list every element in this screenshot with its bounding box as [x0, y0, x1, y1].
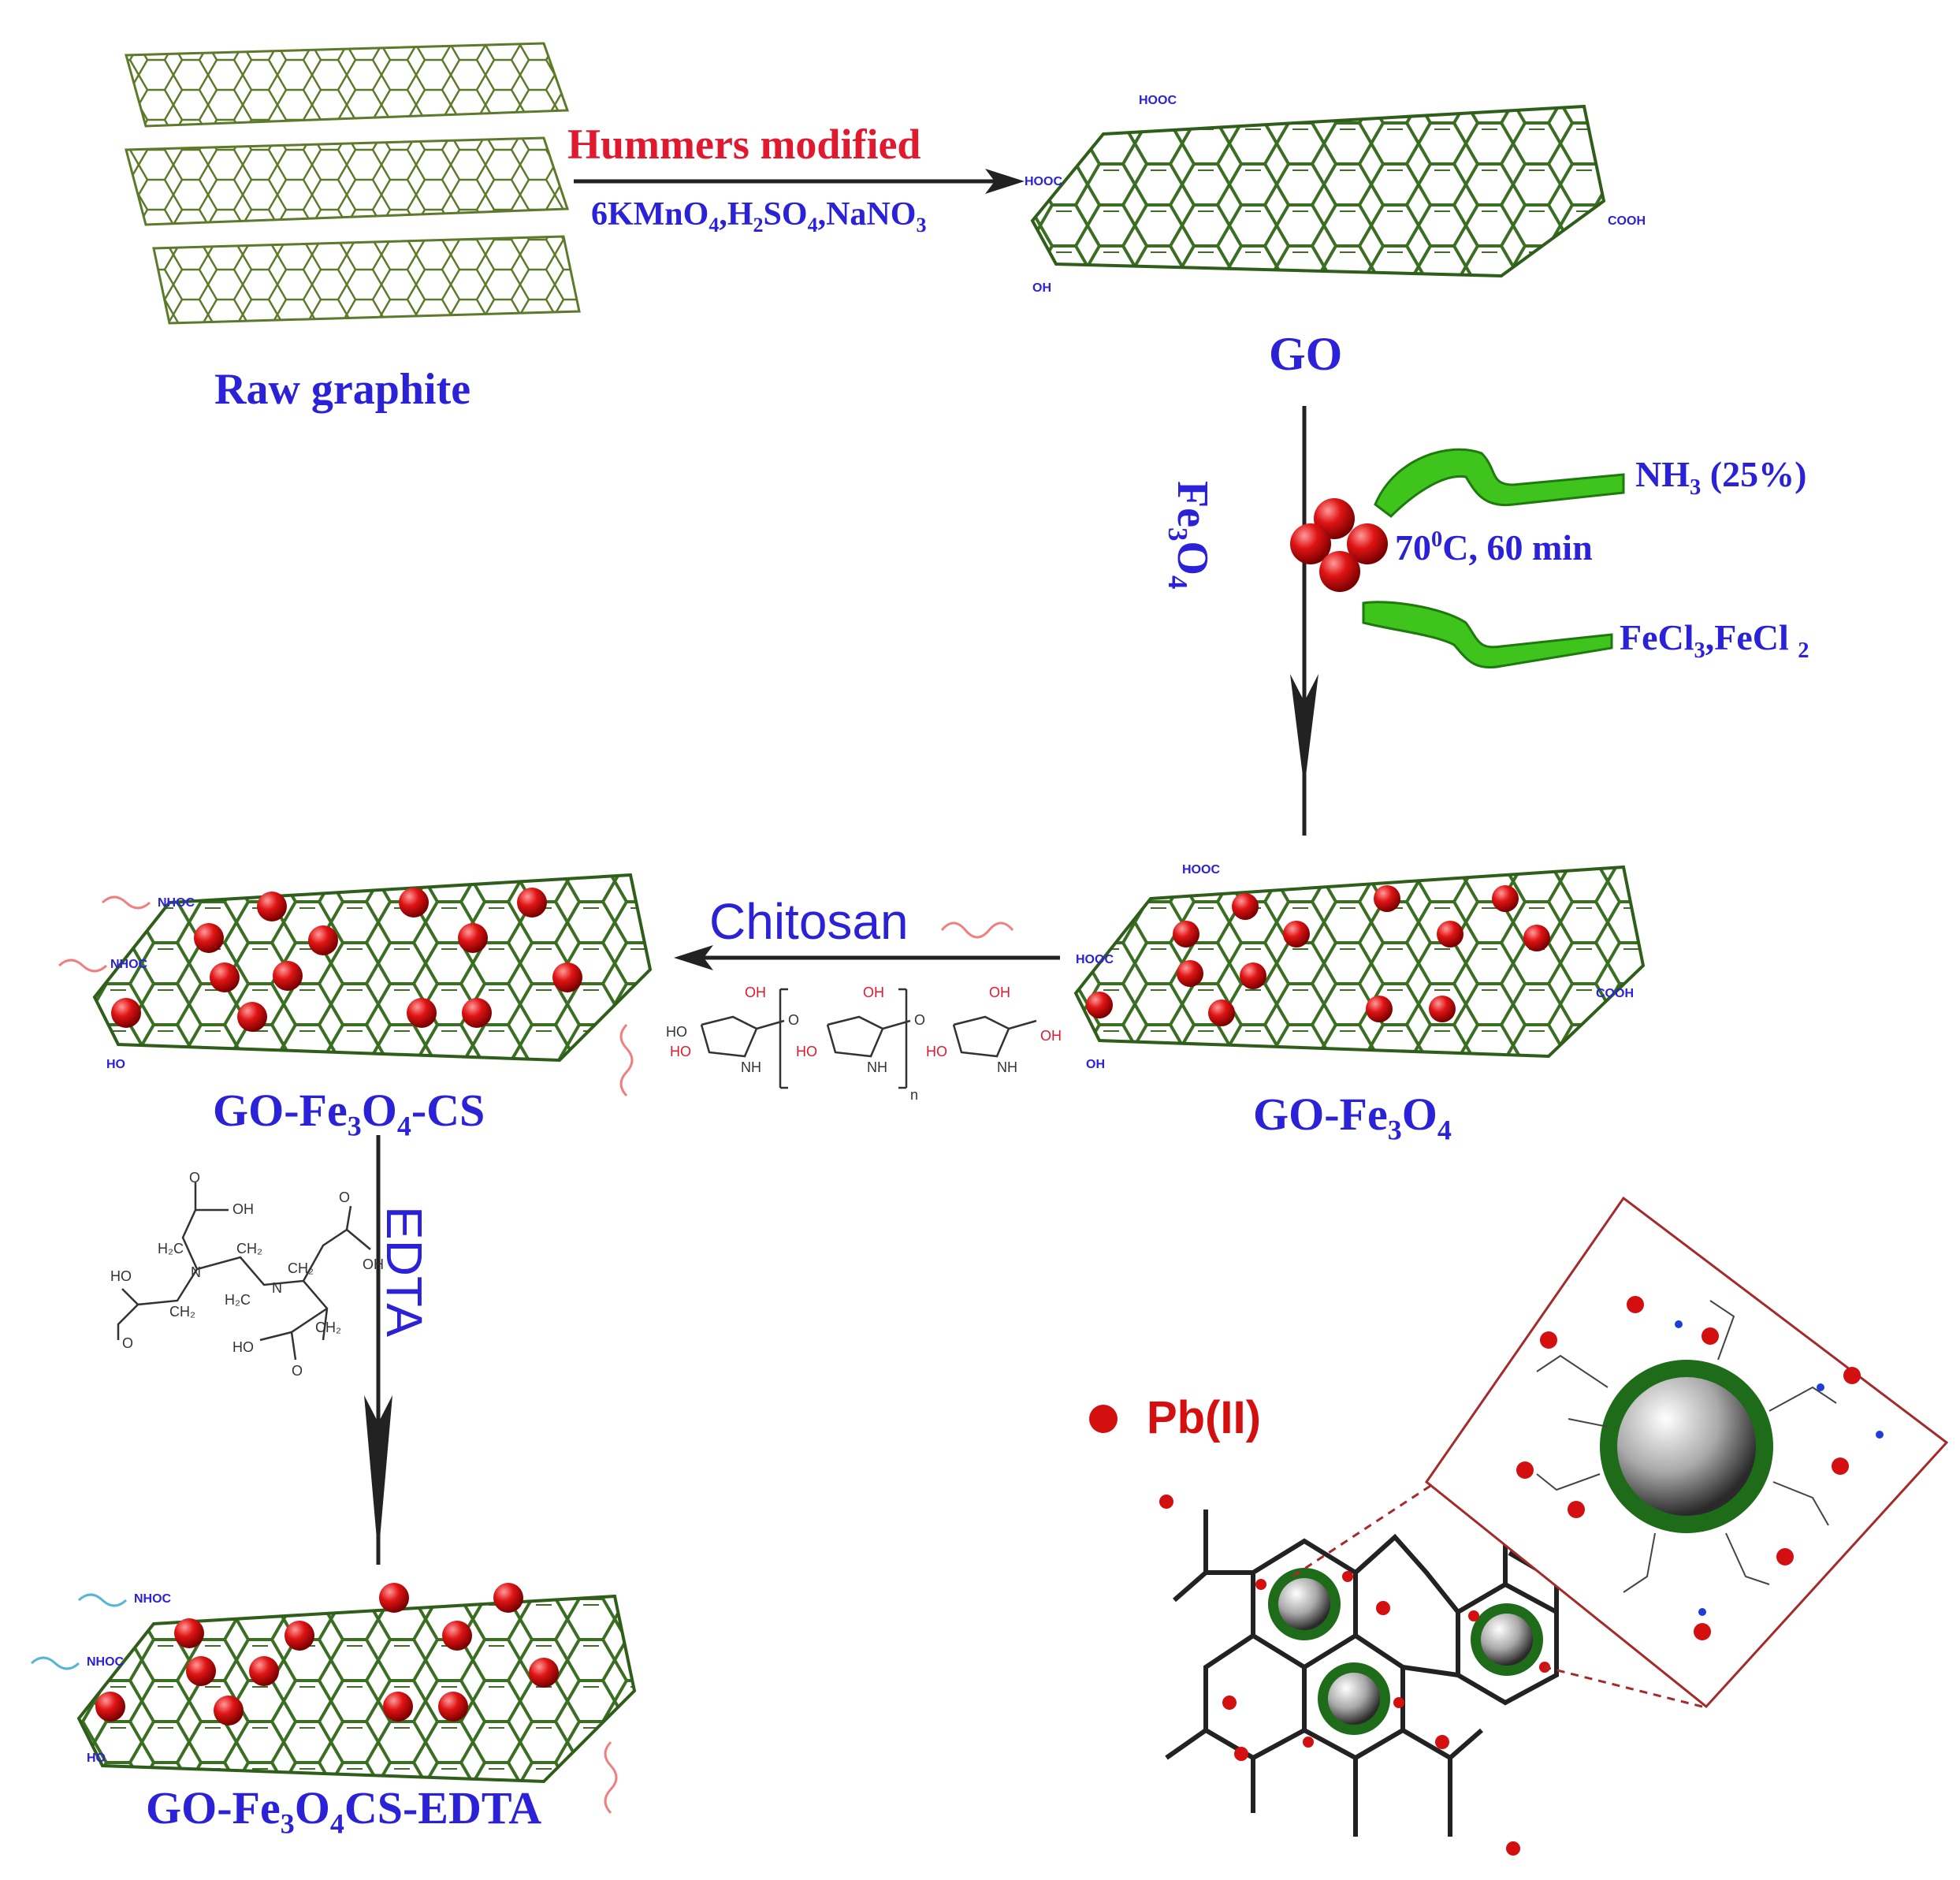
- svg-text:HOOC: HOOC: [1025, 175, 1062, 188]
- svg-text:HO: HO: [666, 1024, 687, 1040]
- fe3o4-arrow: [1290, 406, 1318, 836]
- go-fe3o4-cs-edta-sheet: NHOC NHOC HO: [30, 1592, 637, 1815]
- svg-text:N: N: [272, 1280, 282, 1296]
- svg-text:NHOC: NHOC: [158, 896, 195, 910]
- svg-text:CH₂: CH₂: [236, 1241, 262, 1256]
- svg-text:N: N: [191, 1264, 201, 1280]
- svg-text:OH: OH: [363, 1256, 384, 1272]
- svg-text:OH: OH: [232, 1201, 254, 1217]
- svg-text:OH: OH: [989, 985, 1010, 1000]
- svg-text:OH: OH: [863, 985, 884, 1000]
- go-fe3o4-cs-label: GO-Fe3O4-CS: [213, 1085, 485, 1142]
- chitosan-label: Chitosan: [709, 893, 909, 950]
- go-fe3o4-particles: [1086, 885, 1550, 1026]
- zoom-lines: [1292, 1484, 1703, 1708]
- reagent-ribbons: [1362, 448, 1625, 668]
- conditions-label: 700C, 60 min: [1395, 527, 1593, 568]
- svg-text:H₂C: H₂C: [158, 1241, 184, 1256]
- go-label: GO: [1269, 328, 1343, 380]
- svg-text:O: O: [339, 1189, 350, 1205]
- fecl-label: FeCl3,FeCl 2: [1620, 617, 1809, 663]
- svg-text:NH: NH: [867, 1059, 887, 1075]
- go-fe3o4-cs-edta-label: GO-Fe3O4CS-EDTA: [146, 1782, 542, 1840]
- svg-text:NH: NH: [741, 1059, 761, 1075]
- go-fe3o4-cs-sheet: NHOC NHOC HO: [58, 873, 653, 1097]
- svg-text:CH₂: CH₂: [169, 1304, 195, 1320]
- chitosan-arrow: [674, 921, 1060, 970]
- go-fe3o4-label: GO-Fe3O4: [1253, 1089, 1452, 1146]
- svg-text:O: O: [122, 1335, 133, 1351]
- svg-text:HO: HO: [926, 1044, 947, 1059]
- edta-arrow: [364, 1135, 392, 1565]
- svg-text:CH₂: CH₂: [315, 1320, 341, 1335]
- go-fe3o4-sheet: HOOC HOOC COOH OH: [1073, 863, 1646, 1071]
- fe3o4-particles: [1290, 498, 1388, 592]
- pb-legend-dot: [1089, 1405, 1118, 1433]
- svg-text:HOOC: HOOC: [1139, 94, 1177, 107]
- svg-text:n: n: [910, 1087, 918, 1103]
- go-fe3o4-cs-particles: [111, 888, 582, 1032]
- edta-label: EDTA: [376, 1206, 433, 1337]
- svg-text:HOOC: HOOC: [1076, 953, 1114, 966]
- hummers-reagents: 6KMnO4,H2SO4,NaNO3: [591, 196, 927, 237]
- svg-text:HO: HO: [796, 1044, 817, 1059]
- svg-text:COOH: COOH: [1596, 987, 1634, 1000]
- magnified-box: [1424, 1196, 1949, 1709]
- pb-ions: [1159, 1495, 1550, 1856]
- svg-text:H₂C: H₂C: [225, 1292, 251, 1308]
- svg-text:OH: OH: [1086, 1058, 1105, 1071]
- svg-text:HO: HO: [110, 1268, 132, 1284]
- svg-text:OH: OH: [1040, 1028, 1062, 1044]
- svg-text:O: O: [189, 1170, 200, 1186]
- svg-text:NH: NH: [997, 1059, 1017, 1075]
- go-sheet: HOOC HOOC COOH OH: [1025, 94, 1646, 295]
- go-fe3o4-cs-edta-particles: [95, 1583, 559, 1726]
- svg-text:OH: OH: [745, 985, 766, 1000]
- svg-text:HO: HO: [87, 1752, 106, 1765]
- svg-text:HO: HO: [106, 1058, 125, 1071]
- svg-text:O: O: [788, 1012, 799, 1028]
- svg-text:CH₂: CH₂: [288, 1260, 314, 1276]
- svg-text:NHOC: NHOC: [87, 1655, 125, 1669]
- edta-atom-labels: O OH H₂C N CH₂ HO O CH₂ H₂C N CH₂ O OH C…: [110, 1170, 384, 1379]
- fe3o4-vertical-label: Fe3O4: [1162, 481, 1217, 590]
- svg-text:NHOC: NHOC: [134, 1592, 172, 1606]
- pb-legend-label: Pb(II): [1147, 1392, 1261, 1443]
- raw-graphite-stack: [125, 42, 581, 325]
- svg-text:HOOC: HOOC: [1182, 863, 1220, 877]
- svg-text:OH: OH: [1032, 281, 1051, 295]
- svg-text:HO: HO: [670, 1044, 691, 1059]
- svg-text:HO: HO: [232, 1339, 254, 1355]
- chitosan-atom-labels: OH OH OH HO HO HO HO O O OH NH NH NH n: [666, 985, 1062, 1103]
- edta-structure: [117, 1182, 371, 1361]
- chitosan-structure: [700, 988, 1037, 1089]
- svg-text:COOH: COOH: [1608, 214, 1646, 228]
- framework-core-shell-particles: [1268, 1568, 1543, 1735]
- nh3-label: NH3 (25%): [1635, 454, 1807, 500]
- svg-text:O: O: [292, 1363, 303, 1379]
- hummers-title: Hummers modified: [567, 121, 921, 168]
- svg-text:NHOC: NHOC: [110, 958, 148, 971]
- svg-text:O: O: [914, 1012, 925, 1028]
- raw-graphite-label: Raw graphite: [214, 365, 471, 414]
- hummers-arrow: [574, 169, 1025, 194]
